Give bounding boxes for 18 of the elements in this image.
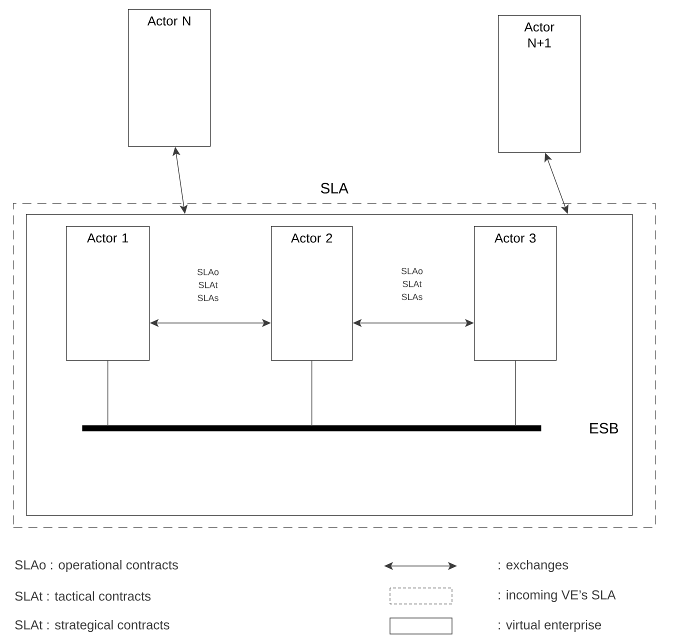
bus-label: ESB [590,422,618,434]
node-label: SLA [320,182,348,194]
edge-label: SLAo SLAt SLAs [399,266,425,302]
legend-text: : exchanges [498,560,568,572]
legend-text: : incoming VE’s SLA [498,590,616,602]
actor-box: Actor 1 [66,226,150,361]
definition-text: SLAt : strategical contracts [15,620,170,632]
definition-text: SLAo : operational contracts [15,560,178,572]
actor-box: Actor N+1 [498,15,581,153]
edge-label: SLAo SLAt SLAs [195,268,221,302]
bus-bar [82,425,542,432]
actor-box: Actor 2 [271,226,353,361]
actor-box: Actor N [128,9,211,147]
legend-text: : virtual enterprise [498,620,602,632]
enterprise-box [26,214,633,516]
actor-box: Actor 3 [474,226,557,361]
connector-line [515,360,516,426]
definition-text: SLAt : tactical contracts [15,591,151,601]
